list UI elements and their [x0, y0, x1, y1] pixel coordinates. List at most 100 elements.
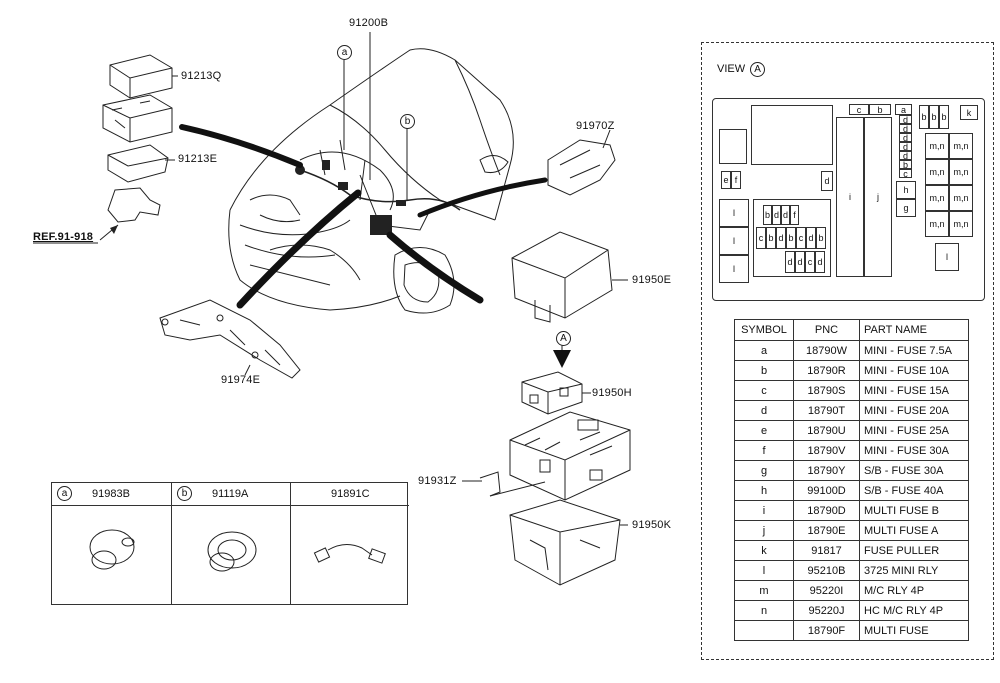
view-ref-circle: A	[750, 62, 766, 77]
fuse-cell: c	[805, 251, 815, 273]
harness-part-label: 91200B	[349, 17, 389, 29]
part-name-cell: MINI - FUSE 30A	[859, 440, 969, 461]
relay-cell: l	[719, 227, 749, 255]
pnc-cell: 18790D	[793, 500, 860, 521]
pnc-cell: 99100D	[793, 480, 860, 501]
relay-cell: l	[719, 255, 749, 283]
fuse-cell: d	[899, 115, 912, 125]
pnc-cell: 18790E	[793, 520, 860, 541]
pnc-cell: 18790U	[793, 420, 860, 441]
fuse-cell: d	[781, 205, 790, 225]
relay-cell: l	[719, 199, 749, 227]
part-name-cell: MINI - FUSE 25A	[859, 420, 969, 441]
part-name-cell: 3725 MINI RLY	[859, 560, 969, 581]
fuse-cell: d	[776, 227, 786, 249]
fuse-cell: c	[849, 104, 869, 115]
callout-b: b	[400, 114, 415, 129]
accessory-column: b 91119A	[172, 483, 291, 604]
multi-fuse-cell: i	[836, 117, 864, 277]
symbol-cell: c	[734, 380, 794, 401]
symbol-cell: m	[734, 580, 794, 601]
fuse-cell: d	[806, 227, 816, 249]
fuse-box-layout: c b a d d d d d b c b b b k e f d i j h …	[712, 98, 985, 301]
relay-cover-part-label: 91213Q	[181, 70, 222, 82]
fuse-cell: b	[786, 227, 796, 249]
pnc-cell: 18790R	[793, 360, 860, 381]
pnc-cell: 91817	[793, 540, 860, 561]
relay-cell: l	[935, 243, 959, 271]
fuse-cell: b	[899, 160, 912, 170]
fuse-cell: b	[766, 227, 776, 249]
accessory-part: 91119A	[212, 488, 249, 500]
fuse-cell: c	[796, 227, 806, 249]
fuse-cell: b	[763, 205, 772, 225]
blank-area	[751, 105, 833, 165]
accessory-part: 91983B	[92, 488, 130, 500]
part-name-cell: MINI - FUSE 20A	[859, 400, 969, 421]
table-header-row: SYMBOL PNC PART NAME	[734, 319, 969, 341]
fuse-cell: b	[919, 105, 929, 129]
clip-part-label: 91931Z	[418, 475, 457, 487]
relay-mn-cell: m,n	[949, 185, 973, 211]
upper-block-part-label: 91950H	[592, 387, 632, 399]
fuse-cell: f	[790, 205, 799, 225]
relay-mn-cell: m,n	[925, 211, 949, 237]
fuse-cell: c	[899, 169, 912, 179]
accessory-column: 91891C	[291, 483, 409, 604]
accessory-tag: b	[177, 486, 192, 501]
symbol-cell: g	[734, 460, 794, 481]
callout-a: a	[337, 45, 352, 60]
multi-fuse-cell: j	[864, 117, 892, 277]
part-name-cell: M/C RLY 4P	[859, 580, 969, 601]
column-header: PNC	[793, 319, 860, 341]
column-header: SYMBOL	[734, 319, 794, 341]
fuse-cell: c	[756, 227, 766, 249]
symbol-cell: e	[734, 420, 794, 441]
relay-mn-cell: m,n	[925, 159, 949, 185]
fuse-cell: b	[939, 105, 949, 129]
fuse-cell: d	[785, 251, 795, 273]
relay-mn-cell: m,n	[925, 133, 949, 159]
fuse-cell: b	[869, 104, 891, 115]
lower-box-part-label: 91950K	[632, 519, 672, 531]
fuse-cell: d	[821, 171, 833, 191]
fuse-cell: d	[899, 133, 912, 143]
symbol-cell: n	[734, 600, 794, 621]
fuse-cell: d	[899, 142, 912, 152]
symbol-cell: i	[734, 500, 794, 521]
pnc-cell: 95210B	[793, 560, 860, 581]
pnc-cell: 95220J	[793, 600, 860, 621]
ref-link[interactable]: REF.91-918	[33, 231, 94, 243]
fuse-cell: e	[721, 171, 731, 189]
symbol-cell: l	[734, 560, 794, 581]
part-name-cell: MULTI FUSE	[859, 620, 969, 641]
pnc-cell: 18790F	[793, 620, 860, 641]
relay-mn-cell: m,n	[949, 159, 973, 185]
part-name-cell: MINI - FUSE 10A	[859, 360, 969, 381]
pnc-cell: 18790V	[793, 440, 860, 461]
part-name-cell: MULTI FUSE A	[859, 520, 969, 541]
fuse-cell: b	[929, 105, 939, 129]
fuse-cell: d	[899, 151, 912, 161]
part-name-cell: MINI - FUSE 7.5A	[859, 340, 969, 361]
part-name-cell: HC M/C RLY 4P	[859, 600, 969, 621]
fuse-cell: b	[816, 227, 826, 249]
column-header: PART NAME	[859, 319, 969, 341]
symbol-cell	[734, 620, 794, 641]
symbol-cell: f	[734, 440, 794, 461]
view-label: VIEW	[717, 63, 746, 75]
relay-mn-cell: m,n	[949, 211, 973, 237]
